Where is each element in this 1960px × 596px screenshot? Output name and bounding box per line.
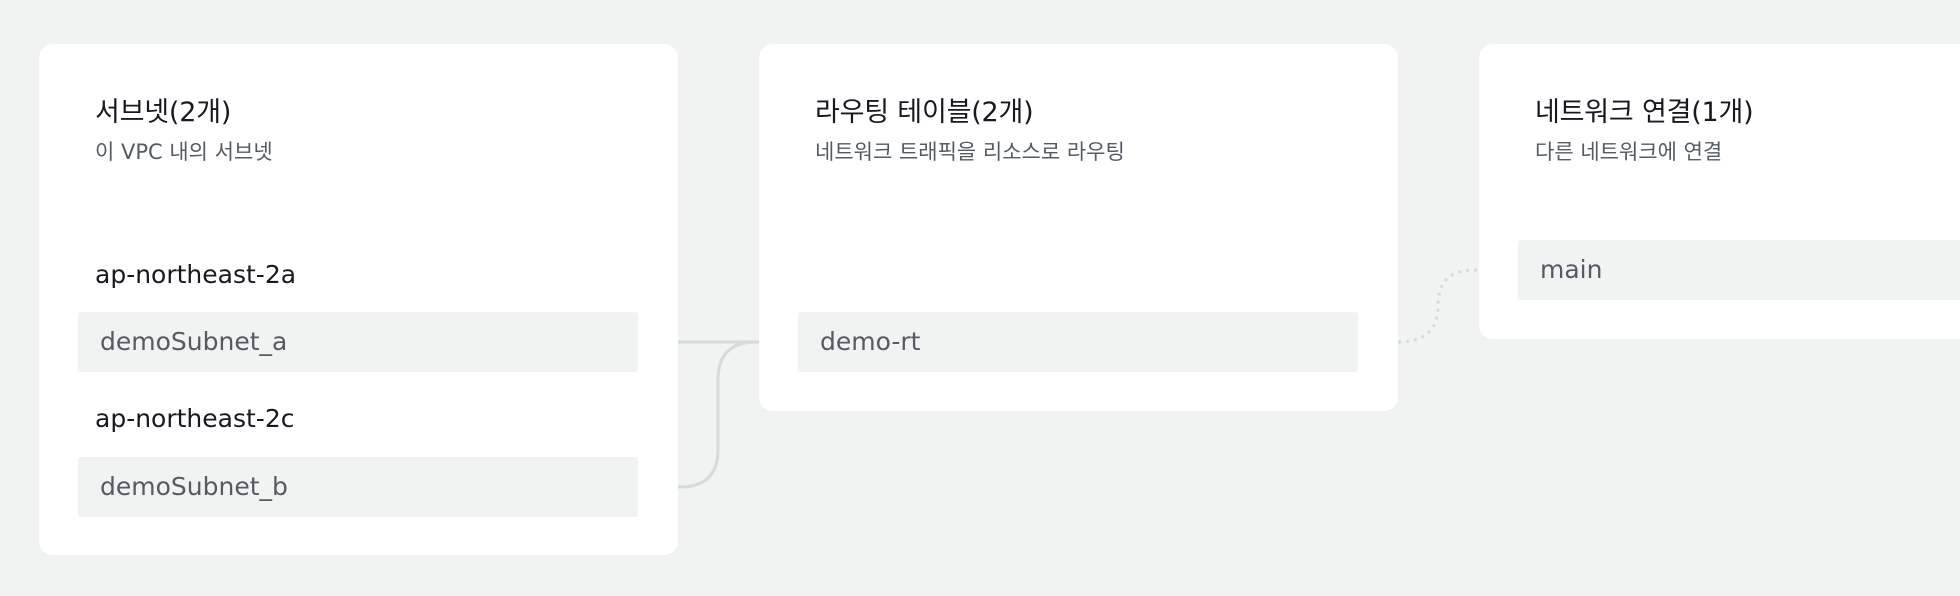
subnets-card: 서브넷(2개) 이 VPC 내의 서브넷 ap-northeast-2a dem… (39, 44, 678, 555)
subnets-card-subtitle: 이 VPC 내의 서브넷 (95, 140, 273, 164)
subnet-node-demoSubnet_a[interactable]: demoSubnet_a (78, 312, 638, 372)
route-tables-card: 라우팅 테이블(2개) 네트워크 트래픽을 리소스로 라우팅 demo-rt (759, 44, 1398, 411)
network-connections-card-subtitle: 다른 네트워크에 연결 (1535, 140, 1723, 164)
subnet-node-demoSubnet_b[interactable]: demoSubnet_b (78, 457, 638, 517)
availability-zone-label: ap-northeast-2c (95, 404, 295, 433)
route-tables-card-subtitle: 네트워크 트래픽을 리소스로 라우팅 (815, 140, 1125, 164)
network-connection-node-main[interactable]: main (1518, 240, 1960, 300)
route-table-node-demo-rt[interactable]: demo-rt (798, 312, 1358, 372)
network-connections-card-title: 네트워크 연결(1개) (1535, 97, 1754, 128)
availability-zone-label: ap-northeast-2a (95, 260, 297, 289)
route-tables-card-title: 라우팅 테이블(2개) (815, 97, 1034, 128)
network-connections-card: 네트워크 연결(1개) 다른 네트워크에 연결 main (1479, 44, 1960, 339)
subnets-card-title: 서브넷(2개) (95, 97, 232, 128)
